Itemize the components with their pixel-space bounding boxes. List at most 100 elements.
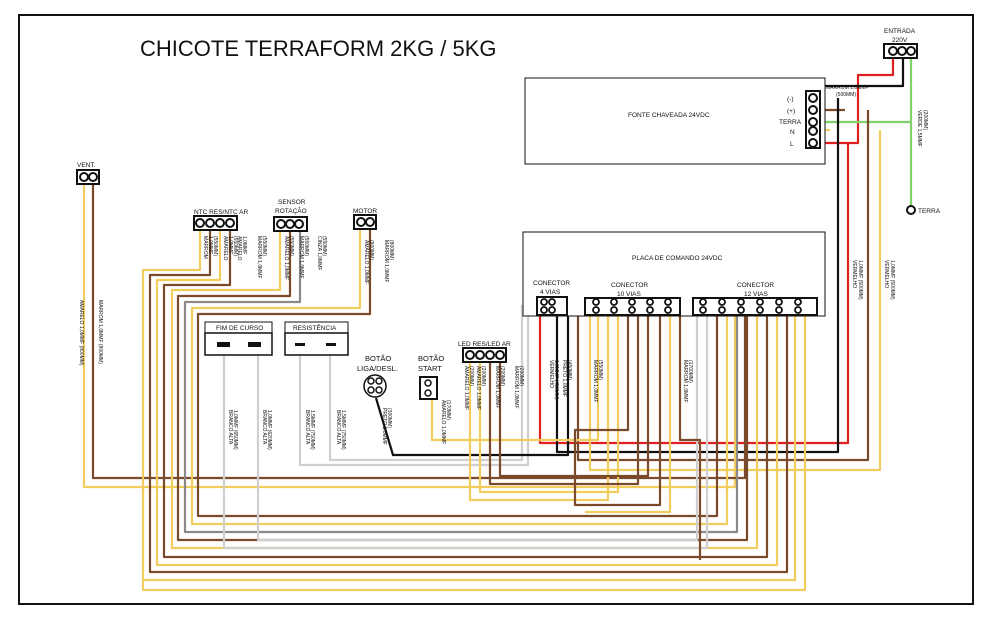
diagram-title: CHICOTE TERRAFORM 2KG / 5KG bbox=[140, 36, 497, 61]
terra-terminal[interactable] bbox=[906, 205, 916, 215]
sensor-w3-b: (550MM) bbox=[321, 236, 327, 256]
wire-sensor-1 bbox=[170, 232, 759, 550]
wire-c12-1 bbox=[678, 305, 702, 560]
sensor-w3-a: CINZA 1,0MMF bbox=[316, 236, 322, 270]
c4-w2-b: 1,0MMF (450MM) bbox=[553, 360, 559, 400]
c12-label-1: CONECTOR bbox=[737, 282, 774, 289]
c12-w1-a: MARROM 1,0MMF bbox=[682, 360, 688, 403]
c4-w1-b: (450MM) bbox=[566, 360, 572, 380]
fonte-pin-terra: TERRA bbox=[779, 119, 802, 126]
motor-connector[interactable] bbox=[353, 214, 377, 230]
vent-connector[interactable] bbox=[76, 169, 100, 185]
wire-led-3 bbox=[488, 305, 640, 486]
motor-w1-a: AMARELO 1,0MMF bbox=[363, 240, 369, 284]
wire-label-vent-amarelo: AMARELO 1,0MMF (800MM) bbox=[78, 300, 84, 366]
fim-w1-a: BRANCO ALTA bbox=[227, 410, 233, 445]
wire-led-1 bbox=[468, 305, 610, 502]
fonte-box bbox=[524, 77, 826, 165]
botao-start-w-b: (170MM) bbox=[445, 400, 451, 420]
led-w2-b: (200MM) bbox=[480, 366, 486, 386]
wire-res-2 bbox=[328, 305, 524, 462]
led-label: LED RES/LED AR bbox=[458, 341, 511, 348]
c4-label-1: CONECTOR bbox=[533, 280, 570, 287]
led-w3-b: (200MM) bbox=[499, 366, 505, 386]
botao-liga-desl[interactable] bbox=[363, 374, 387, 398]
wire-label-marrom-fonte-2: (500MM) bbox=[836, 92, 856, 98]
ntc-w4-a: MARROM 1,0MMF bbox=[256, 236, 262, 279]
wire-res-1 bbox=[298, 305, 530, 467]
wire-label-vermelho1-2: 1,0MMF (500MM) bbox=[857, 260, 863, 300]
entrada-voltage: 220V bbox=[892, 37, 908, 44]
ntc-w1-c: (550MM) bbox=[212, 236, 218, 256]
led-w4-b: (200MM) bbox=[518, 366, 524, 386]
ntc-w1-a: MARROM bbox=[202, 236, 208, 259]
fim-de-curso-label: FIM DE CURSO bbox=[216, 325, 263, 332]
fonte-pin-l: L bbox=[790, 141, 794, 148]
sensor-w1-a: AMARELO 1,0MMF bbox=[283, 236, 289, 280]
wire-red-entrada-fonte bbox=[815, 58, 895, 145]
wire-motor-1 bbox=[190, 228, 729, 526]
botao-liga-label-1: BOTÃO bbox=[365, 354, 391, 363]
c4-w1-a: PRETO 1,0MMF bbox=[561, 360, 567, 397]
c12-label-2: 12 VIAS bbox=[744, 291, 769, 298]
botao-start-label-1: BOTÃO bbox=[418, 354, 444, 363]
wire-label-marrom-fonte-1: MARROM 1,0MMF bbox=[826, 85, 869, 91]
wire-motor-2 bbox=[196, 228, 719, 518]
wire-label-vermelho1-1: VERMELHO bbox=[851, 260, 857, 288]
ntc-w2-b: 1,0MMF bbox=[227, 236, 233, 254]
wire-fim-2 bbox=[256, 305, 699, 542]
resistencia-element[interactable] bbox=[284, 332, 349, 356]
c12-w1-b: (1700MM) bbox=[687, 360, 693, 383]
botao-liga-label-2: LIGA/DESL. bbox=[357, 364, 398, 373]
conector-10-vias[interactable] bbox=[584, 297, 681, 316]
conector-12-vias[interactable] bbox=[692, 297, 818, 316]
botao-liga-w-a: PRETO 1,0MMF bbox=[381, 408, 387, 445]
res-w2-b: 1,5MMF (750MM) bbox=[340, 410, 346, 450]
wire-yellow-vent bbox=[82, 184, 737, 489]
botao-start-label-2: START bbox=[418, 364, 442, 373]
ntc-w3-a: AMARELO bbox=[236, 236, 242, 261]
botao-start[interactable] bbox=[419, 376, 438, 400]
conector-4-vias[interactable] bbox=[536, 296, 568, 316]
wire-ntc-3 bbox=[155, 230, 779, 567]
wire-c10-1 bbox=[573, 305, 662, 507]
led-w1-b: (200MM) bbox=[468, 366, 474, 386]
c4-label-2: 4 VIAS bbox=[540, 289, 561, 296]
c10-w1-a: MARROM 1,0MMF bbox=[592, 360, 598, 403]
motor-w2-b: (800MM) bbox=[388, 240, 394, 260]
wire-label-vermelho2-1: VERMELHO bbox=[883, 260, 889, 288]
wire-label-verde-1: VERDE 1,5MMF bbox=[916, 110, 922, 147]
wire-c10-2 bbox=[585, 305, 672, 514]
wire-c12-2 bbox=[141, 305, 807, 592]
led-w3-a: MARROM 1,0MMF bbox=[494, 366, 500, 409]
vent-label: VENT. bbox=[77, 162, 96, 169]
led-connector[interactable] bbox=[462, 347, 507, 363]
wire-label-verde-2: (200MM) bbox=[922, 110, 928, 130]
motor-w1-b: (800MM) bbox=[368, 240, 374, 260]
wire-led-2 bbox=[478, 305, 620, 494]
fonte-terminals[interactable] bbox=[805, 90, 821, 149]
wire-brown-fonte-long bbox=[576, 110, 870, 462]
wire-ntc-2 bbox=[148, 230, 789, 574]
c10-label-1: CONECTOR bbox=[611, 282, 648, 289]
sensor-w2-b: (550MM) bbox=[303, 236, 309, 256]
c4-w2-a: VERMELHO bbox=[548, 360, 554, 388]
wires bbox=[82, 58, 913, 592]
led-w4-a: MARROM 1,0MMF bbox=[513, 366, 519, 409]
wire-label-vent-marrom: MARROM 1,0MMF (800MM) bbox=[97, 300, 103, 364]
fonte-pin-neg: (-) bbox=[787, 96, 794, 103]
fim-w2-a: BRANCO ALTA bbox=[261, 410, 267, 445]
sensor-label-2: ROTAÇÃO bbox=[275, 206, 307, 215]
ntc-connector[interactable] bbox=[193, 215, 238, 231]
c10-w1-b: (550MM) bbox=[597, 360, 603, 380]
wire-ntc-4 bbox=[162, 230, 769, 559]
sensor-connector[interactable] bbox=[273, 216, 308, 232]
wire-sensor-3 bbox=[183, 232, 739, 534]
fonte-pin-pos: (+) bbox=[787, 108, 795, 115]
res-w2-a: BRANCO ALTA bbox=[335, 410, 341, 445]
fim-de-curso-switch[interactable] bbox=[204, 332, 273, 356]
entrada-connector[interactable] bbox=[883, 43, 918, 59]
led-w1-a: AMARELO 1,0MMF bbox=[463, 366, 469, 410]
terra-label: TERRA bbox=[918, 208, 941, 215]
